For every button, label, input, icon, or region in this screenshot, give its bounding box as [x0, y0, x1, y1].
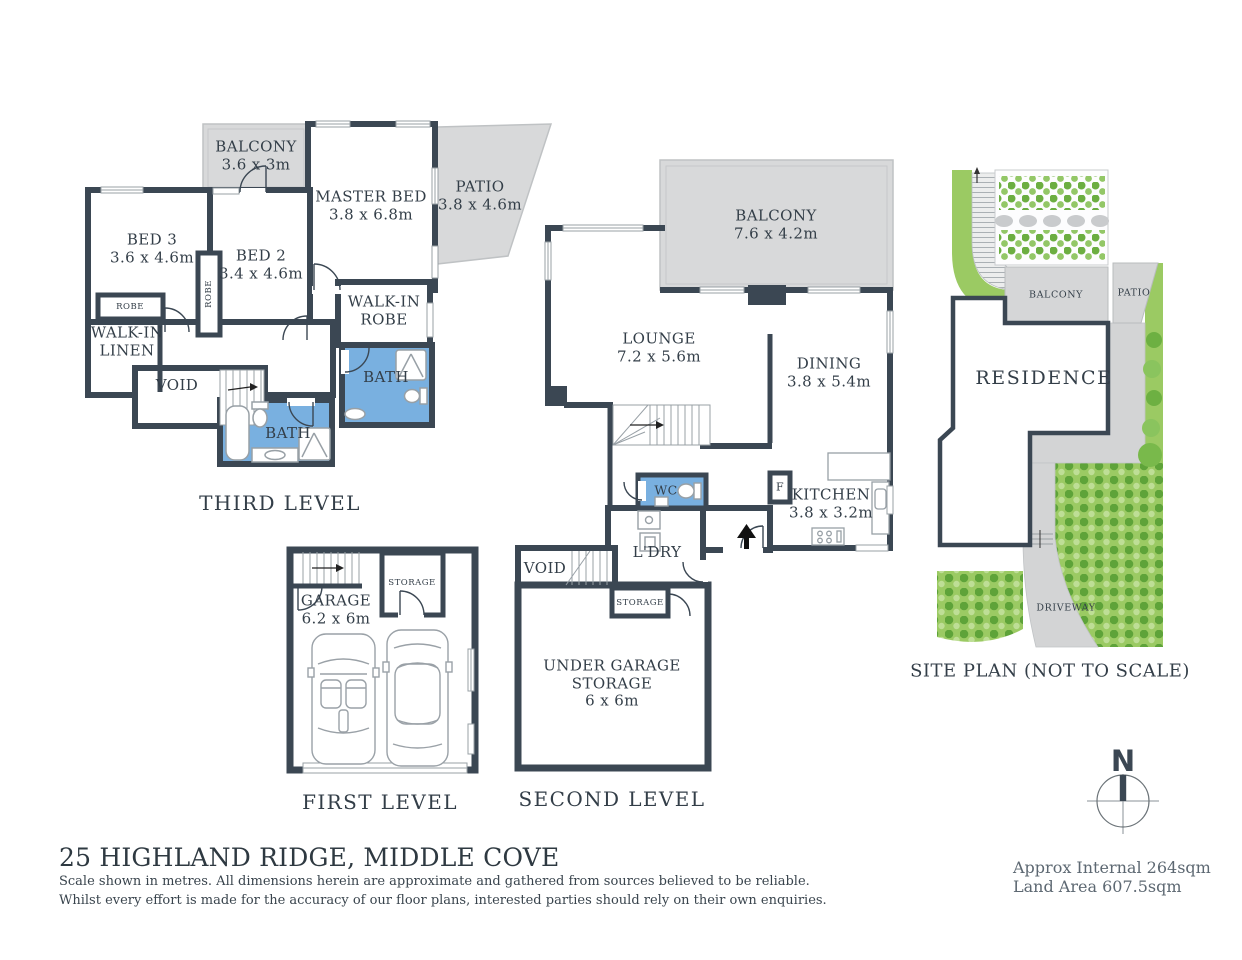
third-walk-in-robe-label: WALK-IN ROBE — [347, 292, 421, 328]
fridge-label: F — [775, 480, 785, 494]
first-stairs-arrow-icon — [312, 564, 344, 572]
site-plan-title: SITE PLAN (NOT TO SCALE) — [910, 660, 1190, 682]
under-garage-storage-label: UNDER GARAGE STORAGE 6 x 6m — [543, 656, 681, 710]
compass-icon — [1087, 774, 1159, 834]
site-driveway-label: DRIVEWAY — [1036, 602, 1096, 614]
second-windows — [544, 224, 894, 552]
site-residence-label: RESIDENCE — [975, 366, 1113, 389]
first-windows — [302, 648, 475, 774]
toilet-icon — [693, 482, 702, 500]
first-doors — [297, 585, 425, 619]
third-windows — [100, 120, 439, 338]
third-patio-label: PATIO 3.8 x 4.6m — [438, 177, 522, 213]
third-doors — [163, 165, 370, 427]
second-balcony-label: BALCONY 7.6 x 4.2m — [734, 206, 818, 242]
toilet-icon — [419, 387, 428, 405]
second-lounge-label: LOUNGE 7.2 x 5.6m — [617, 329, 701, 365]
third-bath-upper-label: BATH — [363, 368, 409, 387]
third-stairs-arrow-icon — [227, 383, 258, 391]
second-kitchen-fixtures — [811, 452, 891, 546]
disclaimer-text: Scale shown in metres. All dimensions he… — [59, 872, 827, 910]
second-kitchen-label: KITCHEN 3.8 x 3.2m — [789, 485, 873, 521]
shower-icon — [298, 427, 331, 461]
third-bath-fixtures — [225, 349, 428, 463]
garage-label: GARAGE 6.2 x 6m — [300, 591, 372, 627]
first-level-title: FIRST LEVEL — [302, 790, 458, 814]
third-level-floorplan — [85, 120, 553, 467]
third-walk-in-linen-label: WALK-IN LINEN — [90, 323, 164, 359]
third-outdoor-areas — [202, 123, 553, 265]
car-icon — [307, 633, 380, 765]
third-level-title: THIRD LEVEL — [199, 491, 361, 515]
third-robe-bed2-label: ROBE — [203, 280, 214, 308]
bathtub-icon — [225, 405, 250, 461]
area-info: Approx Internal 264sqm Land Area 607.5sq… — [1013, 858, 1211, 896]
second-dining-label: DINING 3.8 x 5.4m — [787, 354, 871, 390]
land-area-text: Land Area 607.5sqm — [1013, 877, 1182, 896]
second-level-title: SECOND LEVEL — [518, 787, 706, 811]
disclaimer-line-1: Scale shown in metres. All dimensions he… — [59, 874, 810, 889]
wc-label: WC — [654, 482, 678, 498]
sink-icon — [874, 488, 887, 510]
disclaimer-line-2: Whilst every effort is made for the accu… — [59, 893, 827, 908]
site-garden-top — [974, 167, 1109, 266]
second-void-label: VOID — [523, 559, 567, 578]
shower-icon — [395, 349, 427, 381]
entry-arrow-icon — [737, 524, 756, 549]
first-level-floorplan — [286, 546, 479, 774]
toilet-icon — [251, 401, 269, 410]
third-balcony-label: BALCONY 3.6 x 3m — [215, 137, 297, 173]
site-residence-outline — [937, 295, 1111, 548]
second-storage-label: STORAGE — [616, 597, 664, 608]
first-storage-label: STORAGE — [388, 577, 436, 588]
kitchen-counter — [827, 452, 891, 481]
second-wc-fixtures — [637, 482, 702, 552]
second-walls — [514, 225, 893, 772]
site-patio-label: PATIO — [1117, 287, 1151, 299]
third-bed2-label: BED 2 3.4 x 4.6m — [219, 246, 303, 282]
second-level-floorplan — [514, 159, 894, 772]
basin-icon — [344, 407, 366, 421]
third-master-bed-label: MASTER BED 3.8 x 6.8m — [315, 187, 427, 223]
site-plan — [937, 167, 1163, 648]
third-robe-bed3-label: ROBE — [116, 301, 144, 312]
third-bed3-label: BED 3 3.6 x 4.6m — [110, 230, 194, 266]
second-stairs-arrow-icon — [630, 421, 664, 429]
car-icon — [382, 629, 453, 767]
third-bath-lower-label: BATH — [265, 424, 311, 443]
page-title: 25 HIGHLAND RIDGE, MIDDLE COVE — [59, 843, 560, 872]
vanity-icon — [654, 496, 669, 507]
second-void-stairs — [565, 550, 608, 586]
third-walls — [85, 121, 438, 429]
compass-north-label: N — [1110, 744, 1136, 778]
third-void-label: VOID — [155, 376, 199, 395]
site-outdoor-gray — [1004, 262, 1159, 324]
site-balcony-label: BALCONY — [1029, 289, 1083, 301]
approx-internal-text: Approx Internal 264sqm — [1013, 858, 1211, 877]
laundry-label: L'DRY — [632, 543, 682, 562]
site-right-trees — [1138, 332, 1162, 467]
